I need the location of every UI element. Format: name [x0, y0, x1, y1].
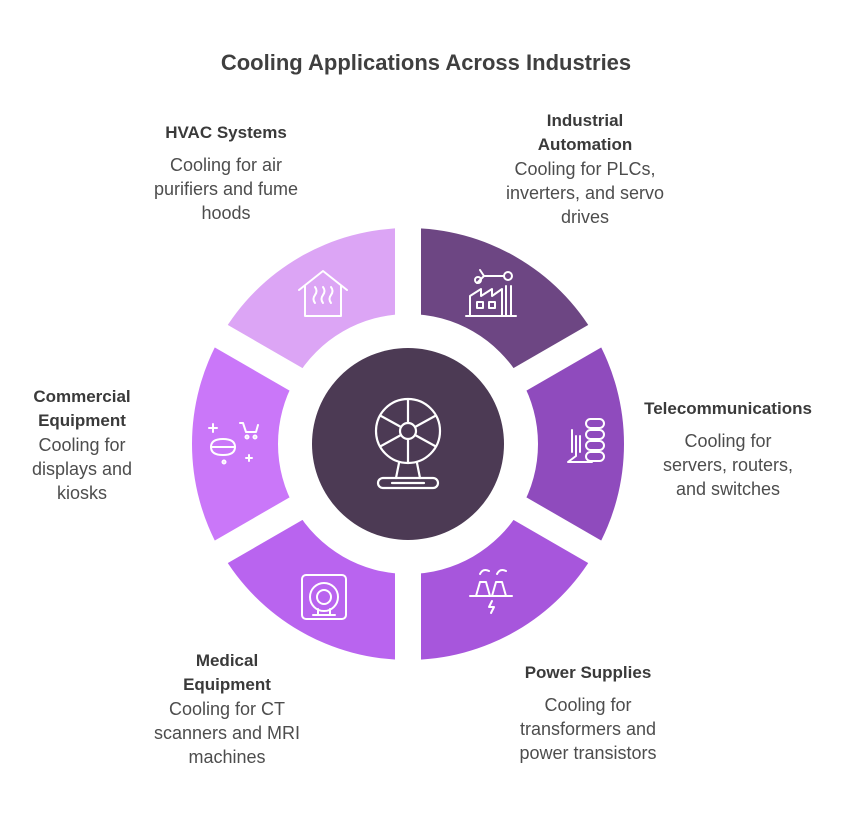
- label-medical: Medical Equipment Cooling for CT scanner…: [137, 649, 317, 769]
- power-description: Cooling for transformers and power trans…: [519, 695, 657, 763]
- telecom-heading: Telecommunications: [644, 399, 812, 418]
- fan-icon: [374, 397, 442, 490]
- hvac-heading: HVAC Systems: [165, 123, 287, 142]
- commercial-heading: Commercial Equipment: [33, 387, 131, 430]
- power-heading: Power Supplies: [524, 663, 652, 682]
- label-hvac: HVAC Systems Cooling for air purifiers a…: [126, 121, 326, 225]
- medical-heading: Medical Equipment: [183, 651, 271, 694]
- power-plant-icon: [469, 569, 513, 614]
- label-power: Power Supplies Cooling for transformers …: [488, 661, 688, 765]
- house-heat-icon: [298, 270, 348, 317]
- segment-commercial: [192, 336, 296, 552]
- label-telecom: Telecommunications Cooling for servers, …: [628, 397, 828, 501]
- vr-cart-icon: [208, 422, 259, 465]
- server-stack-icon: [567, 418, 605, 463]
- label-commercial: Commercial Equipment Cooling for display…: [14, 385, 150, 505]
- telecom-description: Cooling for servers, routers, and switch…: [662, 431, 794, 499]
- industrial-heading: Industrial Automation: [537, 111, 633, 154]
- segment-medical: [220, 509, 408, 660]
- factory-robot-arm-icon: [465, 269, 517, 317]
- industrial-description: Cooling for PLCs, inverters, and servo d…: [505, 159, 665, 227]
- page-title: Cooling Applications Across Industries: [220, 50, 632, 75]
- segment-power: [408, 509, 596, 660]
- medical-description: Cooling for CT scanners and MRI machines: [153, 699, 301, 767]
- hvac-description: Cooling for air purifiers and fume hoods: [153, 155, 299, 223]
- commercial-description: Cooling for displays and kiosks: [31, 435, 133, 503]
- label-industrial: Industrial Automation Cooling for PLCs, …: [500, 109, 670, 229]
- mri-scanner-icon: [301, 574, 347, 620]
